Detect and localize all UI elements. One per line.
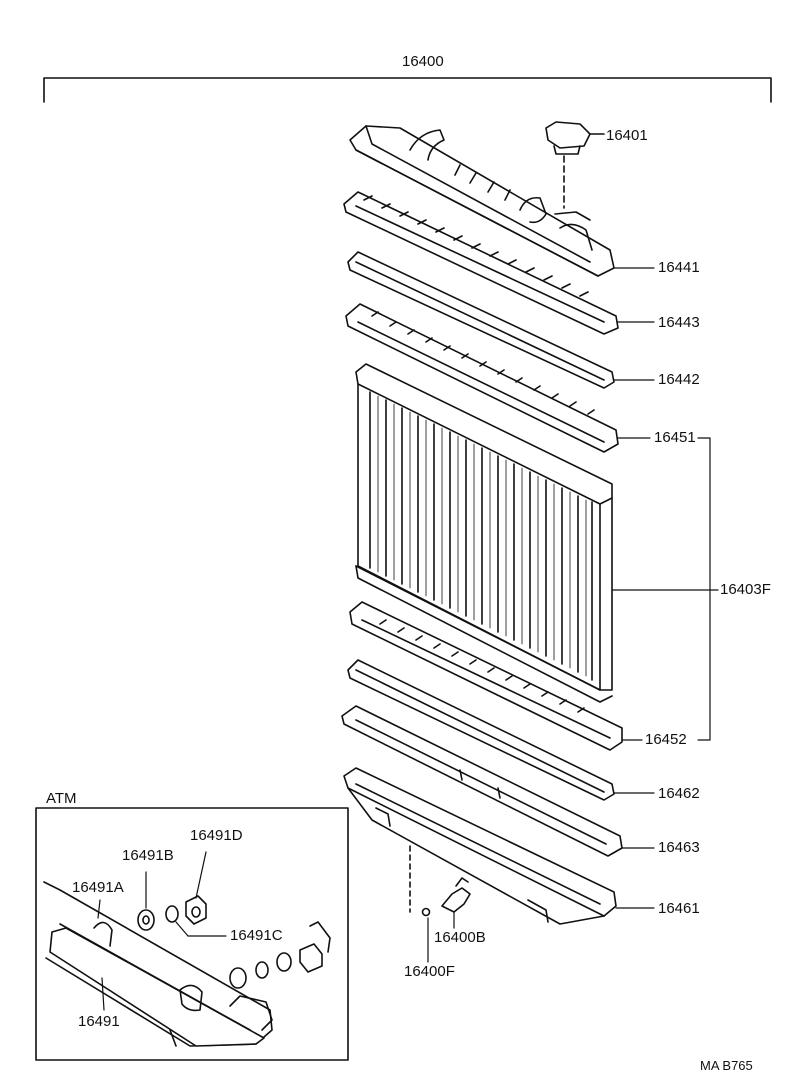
part-label-16463: 16463 [658, 839, 700, 856]
drawing-code: MA B765 [700, 1058, 753, 1073]
part-label-16491D: 16491D [190, 827, 243, 844]
radiator-cap [545, 121, 605, 209]
radiator-core [355, 363, 613, 703]
part-label-16400F: 16400F [404, 963, 455, 980]
part-label-16491C: 16491C [230, 927, 283, 944]
lower-gasket [347, 659, 615, 801]
part-label-16442: 16442 [658, 371, 700, 388]
upper-gasket [347, 251, 615, 389]
lower-core-plate [349, 601, 623, 751]
assembly-bracket [43, 77, 772, 103]
part-label-16441: 16441 [658, 259, 700, 276]
atm-leader-lines [97, 851, 227, 1011]
part-label-16462: 16462 [658, 785, 700, 802]
oil-cooler-assembly [43, 881, 273, 1047]
part-label-16403F: 16403F [720, 581, 771, 598]
part-label-16400B: 16400B [434, 929, 486, 946]
part-label-16451: 16451 [654, 429, 696, 446]
leader-lines [427, 267, 719, 963]
part-label-16491B: 16491B [122, 847, 174, 864]
upper-seal-plate [343, 191, 619, 335]
part-label-16491: 16491 [78, 1013, 120, 1030]
lower-tank [343, 767, 617, 925]
atm-fittings [137, 895, 331, 989]
drain-cock [441, 877, 471, 913]
core-header-plate [345, 303, 619, 453]
part-label-16443: 16443 [658, 314, 700, 331]
drain-o-ring [421, 907, 431, 917]
atm-inset-frame [35, 807, 349, 1061]
inset-label-atm: ATM [46, 790, 77, 807]
assembly-label: 16400 [402, 53, 444, 70]
upper-tank [349, 125, 615, 277]
part-label-16452: 16452 [645, 731, 687, 748]
part-label-16461: 16461 [658, 900, 700, 917]
part-label-16491A: 16491A [72, 879, 124, 896]
part-label-16401: 16401 [606, 127, 648, 144]
